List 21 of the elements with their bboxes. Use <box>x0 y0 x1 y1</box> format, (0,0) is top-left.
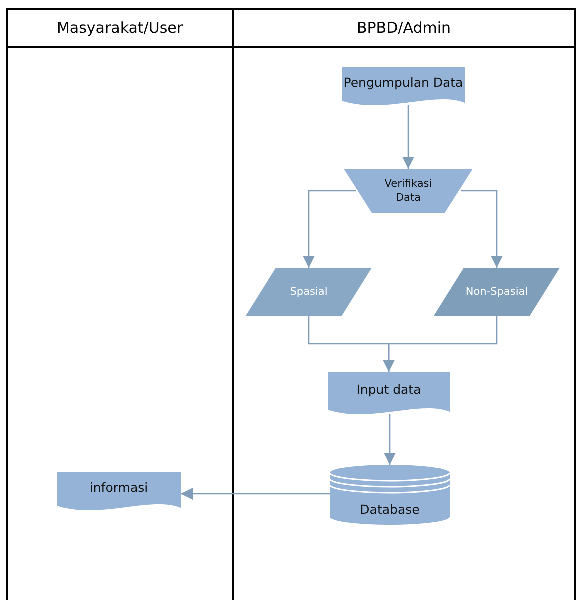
lane-title: Masyarakat/User <box>56 19 184 37</box>
swimlane <box>232 8 576 600</box>
node-label: Pengumpulan Data <box>344 74 464 92</box>
connector-arrow <box>383 316 498 372</box>
node-label: Input data <box>356 382 422 398</box>
connector-arrow <box>303 190 356 268</box>
node-label: informasi <box>90 480 148 496</box>
connector-arrow <box>181 488 330 500</box>
node-label: Spasial <box>290 284 328 300</box>
node-label: Verifikasi Data <box>384 176 434 206</box>
manual-operation-trapezoid <box>344 169 473 213</box>
connector-arrow <box>384 414 396 465</box>
lane-title: BPBD/Admin <box>356 19 452 37</box>
swimlane <box>6 8 234 600</box>
data-parallelogram <box>434 268 560 316</box>
data-parallelogram <box>246 268 372 316</box>
database-cylinder <box>330 465 450 525</box>
node-label: Database <box>360 502 420 518</box>
node-label: Non-Spasial <box>466 284 528 300</box>
connector-arrow <box>402 105 414 169</box>
connector-arrow <box>461 190 503 268</box>
